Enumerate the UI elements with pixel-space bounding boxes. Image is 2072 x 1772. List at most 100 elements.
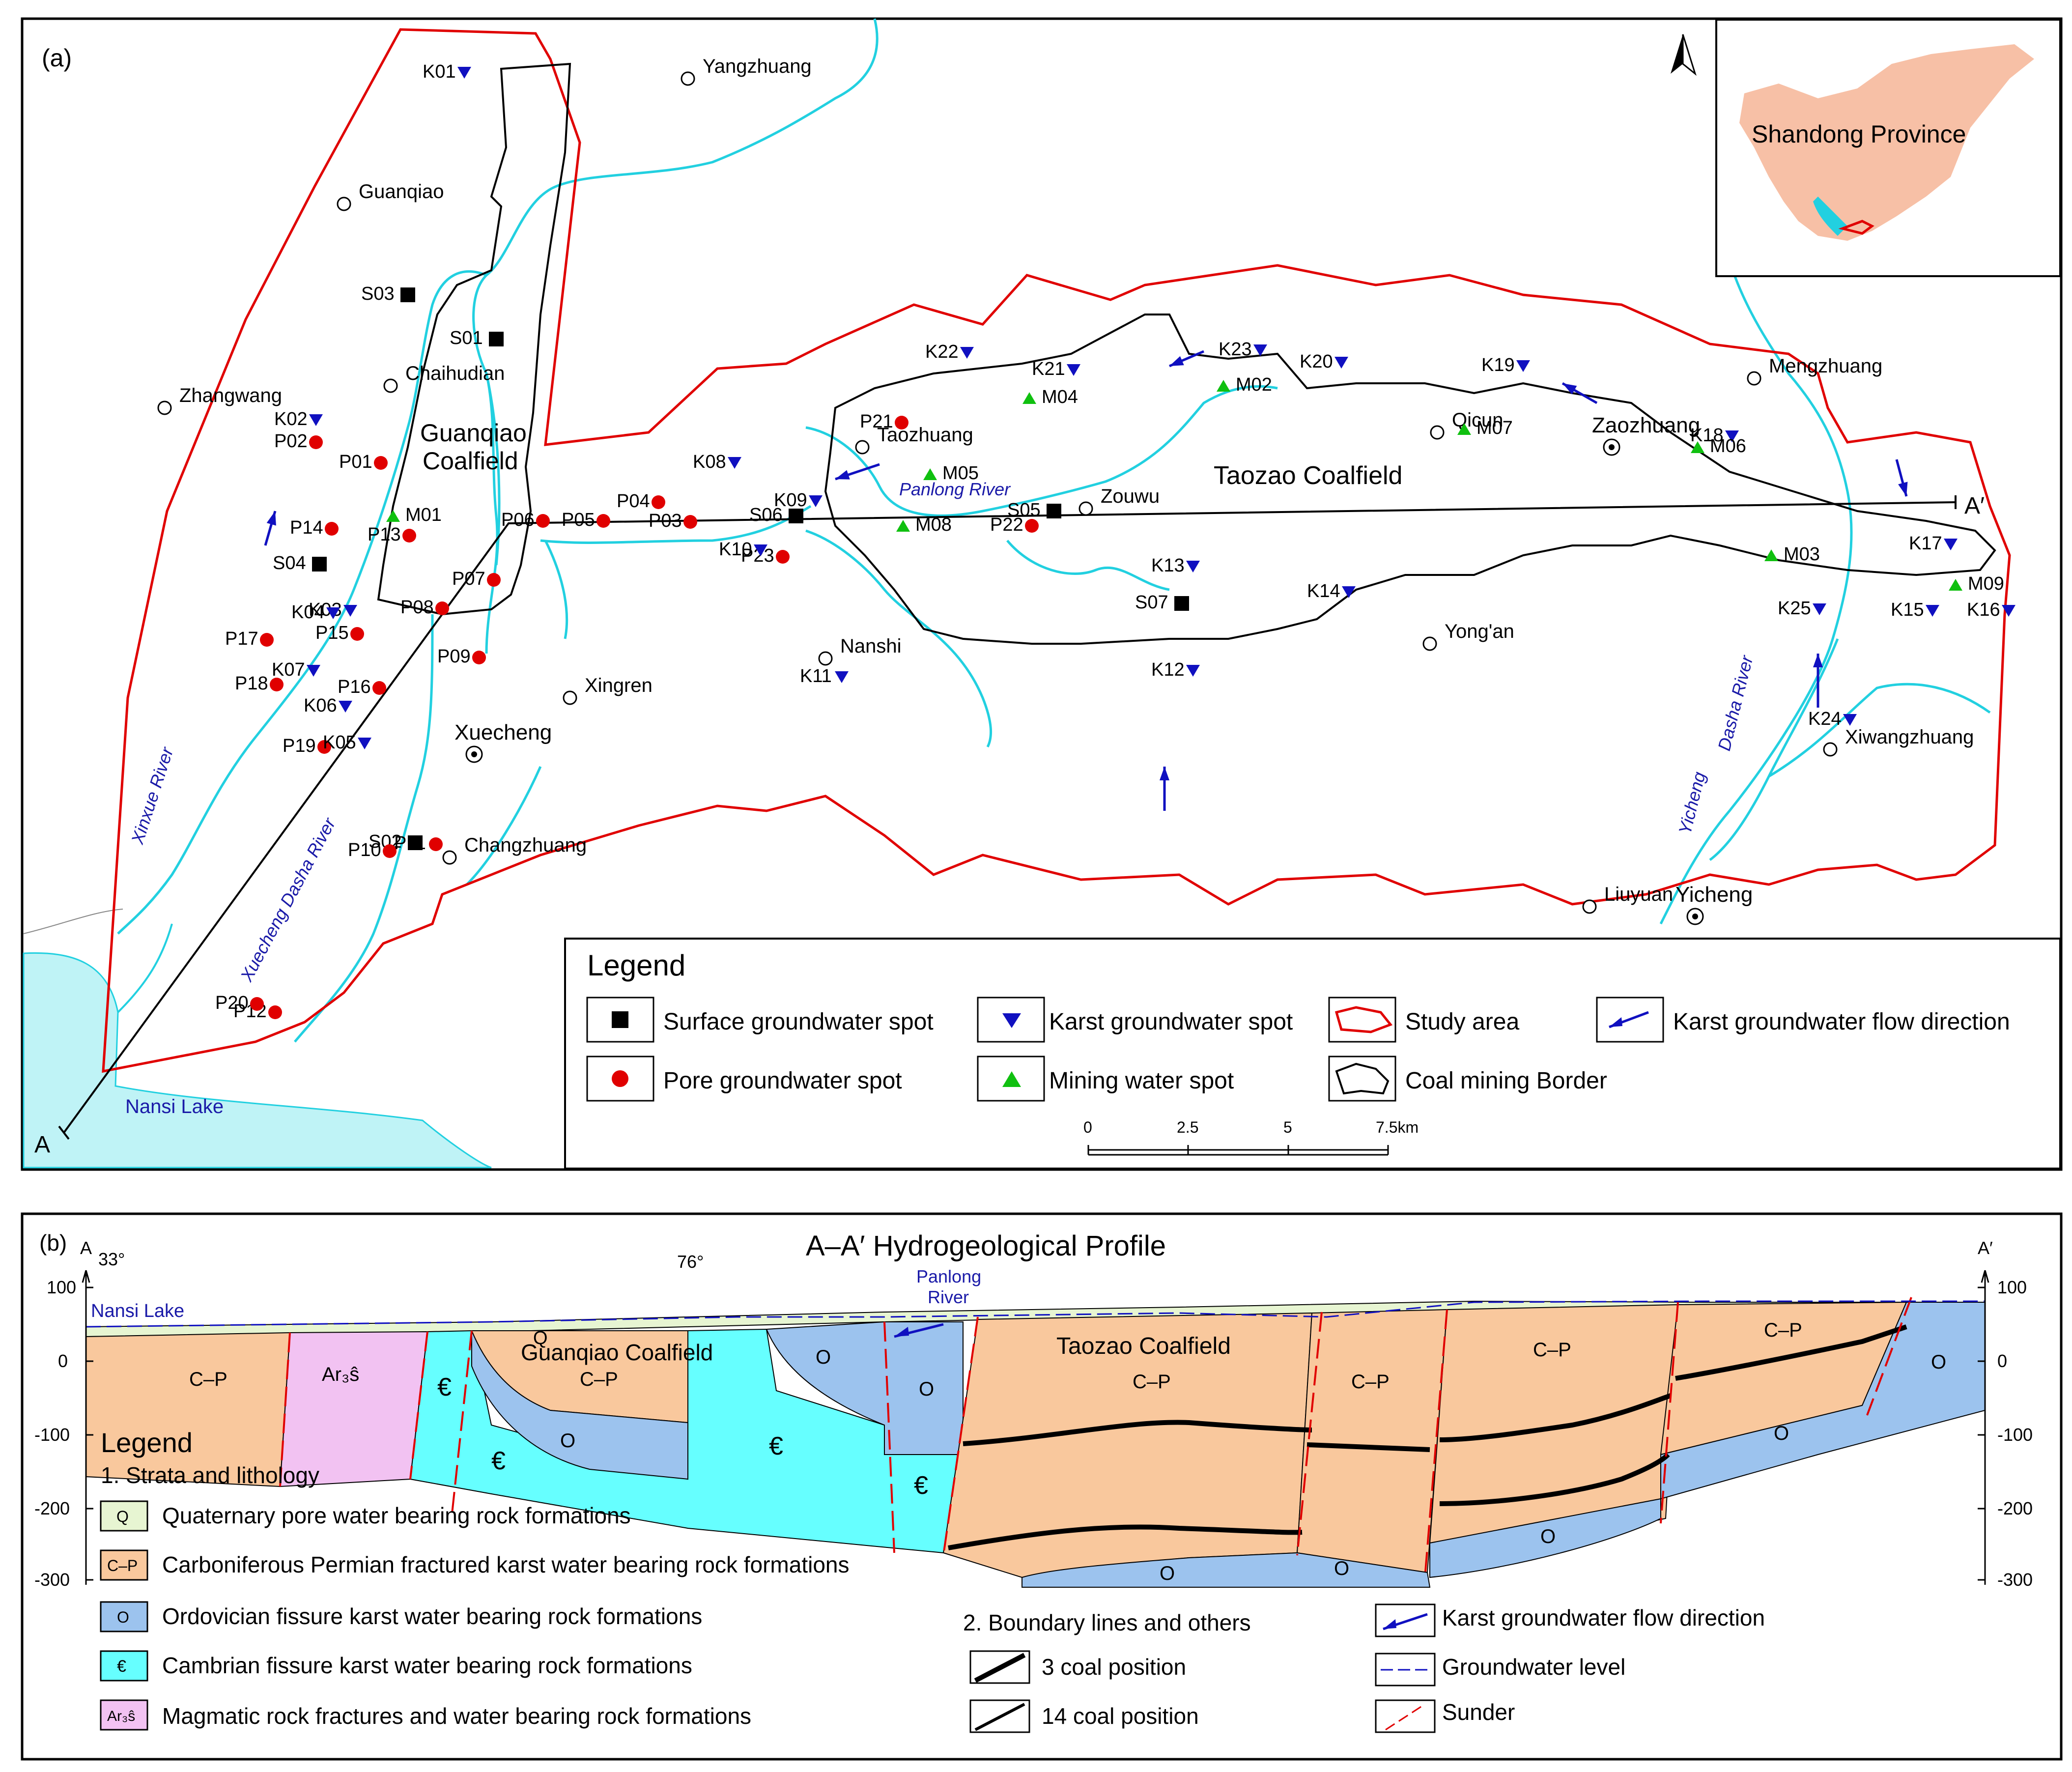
- pore-spot-icon: [487, 573, 501, 587]
- pore-spot-label: P05: [562, 510, 595, 530]
- legend-frame: [564, 938, 2061, 1170]
- karst-spot-icon: [728, 457, 741, 469]
- nansi-lake-label: Nansi Lake: [125, 1096, 224, 1117]
- o-label-7: O: [1774, 1423, 1789, 1444]
- surface-spot-icon: [789, 509, 803, 523]
- swatch-ar: [100, 1699, 148, 1731]
- swatch-e: [100, 1650, 148, 1682]
- flow-arrowhead-icon: [835, 470, 850, 480]
- swatch-o-sym: O: [117, 1608, 129, 1626]
- karst-spot-icon: [1516, 360, 1530, 372]
- surface-spot-icon: [1047, 504, 1061, 518]
- town-label: Zhangwang: [179, 385, 282, 406]
- profile-nansi-lake: Nansi Lake: [91, 1301, 184, 1321]
- mining-spot-icon: [1691, 441, 1704, 453]
- legend-flow-arrowhead-icon: [1609, 1017, 1622, 1027]
- mining-spot-icon: [1764, 549, 1778, 561]
- pore-spot-icon: [1025, 519, 1039, 533]
- karst-spot-icon: [457, 67, 471, 79]
- coal14-line-icon: [974, 1703, 1025, 1731]
- karst-spot-label: K12: [1151, 659, 1185, 680]
- pore-spot-label: P13: [368, 524, 401, 545]
- legend-b-flow-arrowhead-icon: [1383, 1619, 1396, 1629]
- karst-spot-icon: [326, 607, 340, 619]
- surface-spot-icon: [312, 557, 327, 572]
- inset-lake: [1813, 197, 1847, 236]
- karst-spot-icon: [339, 701, 352, 713]
- town-label: Nanshi: [840, 635, 902, 657]
- o-label-2: O: [919, 1378, 934, 1400]
- map-legend: Legend Surface groundwater spot Pore gro…: [564, 938, 2061, 1170]
- o-label-3: O: [560, 1430, 575, 1452]
- town-marker-icon: [337, 197, 351, 211]
- profile-guanqiao-label: Guanqiao Coalfield: [521, 1340, 713, 1365]
- pore-spot-icon: [895, 416, 908, 429]
- town-marker-icon: [681, 71, 695, 86]
- pore-spot-icon: [683, 515, 697, 529]
- legend-title: Legend: [587, 949, 685, 982]
- karst-spot-icon: [1186, 561, 1200, 572]
- panel-a-label: (a): [42, 44, 72, 72]
- legend-study-label: Study area: [1405, 1009, 1519, 1035]
- mining-spot-label: M02: [1236, 374, 1272, 395]
- city-label: Xuecheng: [454, 720, 552, 744]
- town-marker-icon: [563, 690, 577, 705]
- study-area-border: [102, 28, 2011, 1073]
- pore-spot-icon: [472, 651, 486, 664]
- pore-spot-label: P02: [274, 431, 308, 452]
- karst-spot-icon: [1253, 344, 1267, 356]
- karst-spot-icon: [1342, 586, 1356, 598]
- karst-spot-label: K21: [1032, 359, 1065, 379]
- legend-mining-icon: [1002, 1071, 1021, 1087]
- pore-spot-label: P03: [649, 511, 682, 531]
- profile-label-a: A: [34, 1132, 50, 1158]
- profile-panlong: Panlong: [916, 1266, 981, 1286]
- city-marker-dot: [1692, 914, 1698, 919]
- panel-b-label: (b): [39, 1230, 67, 1256]
- pore-spot-icon: [250, 997, 264, 1011]
- cambrian-label-2: €: [491, 1447, 506, 1475]
- profile-flow-arrowhead-icon: [894, 1327, 909, 1337]
- town-marker-icon: [1747, 371, 1761, 386]
- pore-spot-icon: [268, 1005, 282, 1019]
- cp-label-6: C–P: [1764, 1319, 1802, 1341]
- city-label: Zaozhuang: [1592, 413, 1700, 437]
- town-label: Changzhuang: [464, 834, 587, 856]
- pore-spot-label: P01: [339, 452, 372, 472]
- karst-spot-label: K23: [1219, 339, 1252, 360]
- cp-label-2: C–P: [580, 1369, 618, 1390]
- pore-spot-icon: [383, 844, 397, 858]
- pore-spot-icon: [317, 740, 331, 754]
- o-middle: [766, 1321, 964, 1455]
- karst-spot-icon: [960, 347, 974, 359]
- karst-spot-icon: [343, 605, 357, 617]
- surface-spot-label: S06: [749, 505, 783, 525]
- swatch-cp-sym: C–P: [107, 1557, 138, 1574]
- town-marker-icon: [818, 651, 833, 666]
- scale-tick-1: 2.5: [1177, 1118, 1198, 1136]
- karst-spot-label: K14: [1307, 581, 1340, 601]
- mining-spot-icon: [1457, 423, 1471, 435]
- guanqiao-coalfield-border: [377, 62, 571, 616]
- surface-spot-label: S03: [361, 284, 395, 304]
- mining-spot-icon: [386, 510, 400, 522]
- coalfield-label: Coalfield: [423, 447, 518, 475]
- towns: YangzhuangGuanqiaoZhangwangChaihudianTao…: [157, 56, 1974, 914]
- karst-spot-label: K19: [1481, 355, 1515, 375]
- karst-spot-label: K07: [272, 659, 305, 680]
- town-label: Xingren: [585, 675, 653, 696]
- pore-spot-label: P15: [315, 623, 349, 643]
- karst-spot-label: K01: [423, 61, 456, 82]
- o-label-5: O: [1334, 1558, 1349, 1579]
- mining-spot-icon: [1217, 380, 1230, 392]
- mining-spot-icon: [896, 520, 910, 532]
- inset-map: Shandong Province: [1715, 19, 2061, 277]
- pore-spot-icon: [270, 678, 284, 691]
- panlong-river-label: Panlong River: [899, 479, 1011, 499]
- ar-label: Ar₃ŝ: [322, 1364, 359, 1385]
- surface-spot-label: S04: [273, 553, 306, 573]
- flow-arrowhead-icon: [1562, 383, 1577, 395]
- pore-spot-icon: [309, 435, 323, 449]
- karst-spot-icon: [1843, 714, 1857, 726]
